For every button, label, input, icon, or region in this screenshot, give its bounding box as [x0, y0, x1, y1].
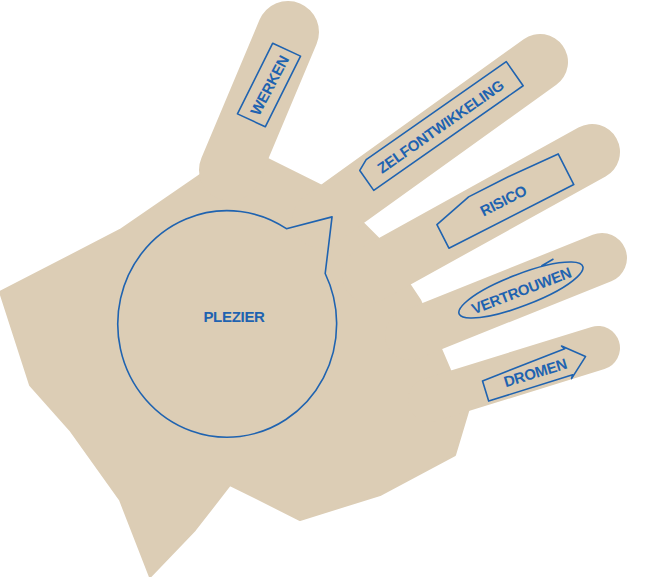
outline-path — [453, 250, 589, 328]
outline-path — [118, 211, 337, 438]
finger-shape — [320, 62, 540, 220]
outline-path — [236, 42, 303, 129]
palm-circle: PLEZIER — [120, 198, 348, 434]
finger-label: VERTROUWEN — [450, 248, 592, 331]
finger-shape — [410, 258, 602, 335]
node-label: PLEZIER — [203, 309, 264, 324]
palm-shape — [0, 150, 470, 577]
hand-shape — [0, 32, 602, 577]
outline-path — [357, 62, 523, 191]
outline-path — [480, 340, 591, 403]
outline-path — [432, 152, 574, 248]
node-label: RISICO — [477, 182, 528, 218]
